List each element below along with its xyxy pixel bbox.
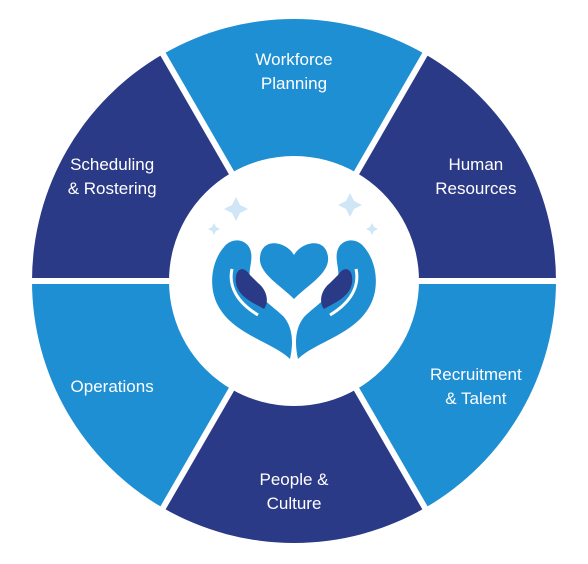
segments-layer	[32, 18, 556, 543]
segment-label-line: Operations	[71, 377, 154, 396]
left-cuff-line	[229, 268, 259, 317]
right-thumb-icon	[321, 269, 353, 309]
segment-3	[163, 389, 425, 543]
segment-divider	[352, 386, 429, 512]
segment-label-line: Workforce	[255, 50, 332, 69]
left-thumb-icon	[235, 269, 267, 309]
segment-label-line: Scheduling	[70, 155, 154, 174]
segment-label-line: & Talent	[445, 389, 506, 408]
segment-2	[356, 281, 556, 508]
hands-holding-heart-icon	[208, 193, 378, 359]
segment-label-3: People & Culture	[260, 470, 330, 513]
segment-divider	[352, 50, 429, 176]
segment-label-line: Culture	[267, 494, 322, 513]
dividers-layer	[30, 50, 558, 512]
segment-label-line: People &	[260, 470, 330, 489]
segment-divider	[159, 50, 236, 176]
segment-4	[32, 281, 232, 508]
sparkle-icon	[338, 193, 362, 217]
sparkle-icon	[208, 223, 220, 235]
right-cuff-line	[329, 268, 359, 317]
segment-5	[32, 54, 232, 281]
segment-label-line: Planning	[261, 74, 327, 93]
segment-label-line: Human	[448, 155, 503, 174]
sparkle-icon	[224, 197, 248, 221]
center-hub	[172, 159, 416, 403]
segment-1	[356, 54, 556, 281]
segment-label-5: Scheduling & Rostering	[68, 155, 157, 198]
segment-divider	[159, 386, 236, 512]
segment-label-line: Resources	[435, 179, 516, 198]
heart-icon	[259, 243, 329, 299]
sparkle-icon	[366, 223, 378, 235]
segment-label-2: Recruitment & Talent	[430, 365, 522, 408]
segment-label-line: Recruitment	[430, 365, 522, 384]
segment-0	[163, 18, 425, 173]
segment-label-line: & Rostering	[68, 179, 157, 198]
segment-label-4: Operations	[71, 377, 154, 396]
